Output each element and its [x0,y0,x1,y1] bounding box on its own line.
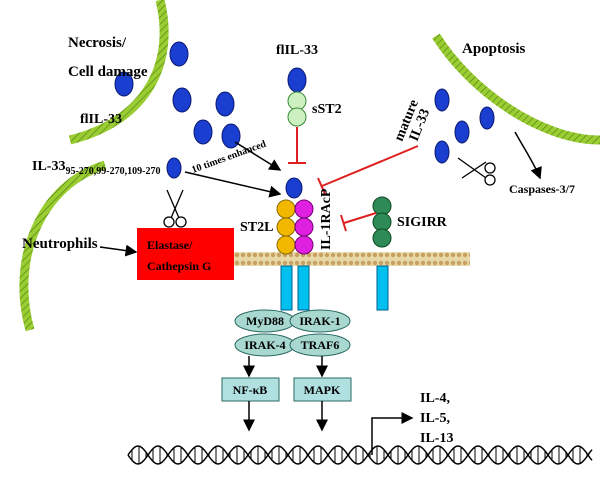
flil33-left-label: flIL-33 [80,112,122,127]
elastase-label: Elastase/ [147,238,193,252]
irak1-label: IRAK-1 [299,314,340,328]
nfkb-box [221,377,280,402]
mapk-label: MAPK [304,383,341,397]
elastase-box [137,228,234,280]
neutrophil-cell-membrane [19,160,107,332]
plasma-membrane [190,252,470,266]
irak1-node [289,309,351,333]
caspases-label: Caspases-3/7 [509,182,575,196]
dna-helix [127,445,593,465]
necrosis-cell-membrane [68,0,169,145]
intracellular-domains [280,265,389,311]
il1racp-label: IL-1RAcP [319,188,334,250]
il5-label: IL-5, [420,411,450,426]
neutrophils-label: Neutrophils [22,236,98,252]
sst2-receptor [287,91,307,127]
st2l-label: ST2L [240,220,273,235]
inhibition-lines [288,127,419,232]
nfkb-label: NF-κB [233,383,268,397]
st2l-receptor [276,199,296,255]
il33-fragments-label: IL-3395-270,99-270,109-270 [32,159,160,177]
scissors-icon [457,157,496,186]
il13-label: IL-13 [420,431,453,446]
sst2-label: sST2 [312,102,342,117]
scissors-icon [163,189,187,228]
il4-label: IL-4, [420,391,450,406]
sigirr-receptor [372,196,392,248]
activation-arrows [99,131,542,455]
apoptosis-cell-membrane [432,33,600,145]
traf6-node [289,333,351,357]
cathepsin-label: Cathepsin G [147,259,211,273]
necrosis-label: Necrosis/ [68,35,127,51]
adaptor-complex [234,309,351,357]
il1racp-receptor [294,199,314,255]
sigirr-label: SIGIRR [397,215,448,230]
apoptosis-label: Apoptosis [462,41,526,57]
flil33-top-label: flIL-33 [276,43,318,58]
il33-molecules [114,41,495,199]
irak4-label: IRAK-4 [244,338,285,352]
myd88-label: MyD88 [246,314,284,328]
traf6-label: TRAF6 [301,338,340,352]
cell-damage-label: Cell damage [68,64,148,80]
